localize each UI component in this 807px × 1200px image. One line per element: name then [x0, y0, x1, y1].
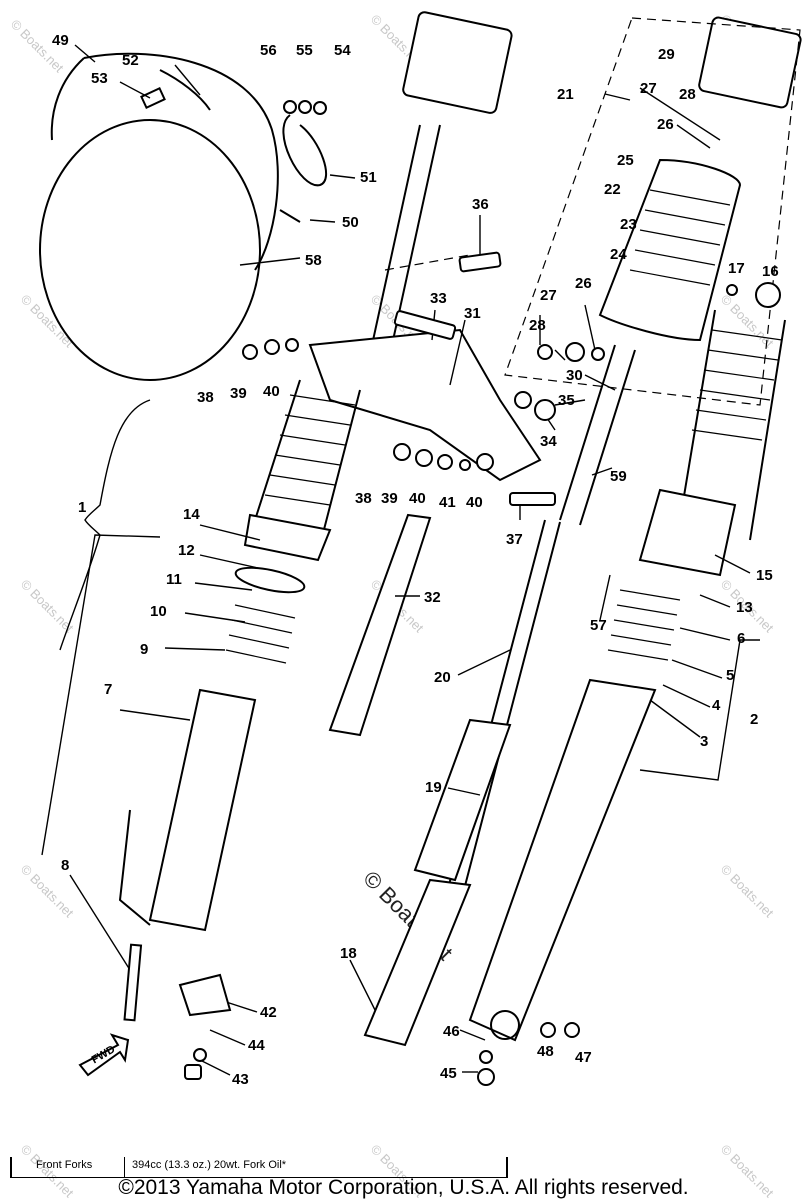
callout-21: 21 — [557, 86, 574, 103]
right-boot — [679, 309, 786, 541]
callout-44: 44 — [248, 1037, 265, 1054]
leader-lines — [69, 44, 751, 1076]
callout-26b: 26 — [575, 275, 592, 292]
callout-38: 38 — [197, 389, 214, 406]
callout-13: 13 — [736, 599, 753, 616]
callout-53: 53 — [91, 70, 108, 87]
callout-29: 29 — [658, 46, 675, 63]
spec-divider — [124, 1157, 125, 1177]
watermark: © Boats.net — [18, 292, 77, 351]
callout-38b: 38 — [355, 490, 372, 507]
callout-6: 6 — [737, 630, 745, 647]
left-fork — [118, 11, 542, 932]
spec-table: Front Forks 394cc (13.3 oz.) 20wt. Fork … — [10, 1157, 508, 1178]
callout-40c: 40 — [466, 494, 483, 511]
callout-39: 39 — [230, 385, 247, 402]
hardware — [123, 251, 781, 1086]
left-boot — [254, 379, 361, 546]
callout-37: 37 — [506, 531, 523, 548]
fwd-arrow-icon: FWD — [78, 1033, 130, 1077]
callout-42: 42 — [260, 1004, 277, 1021]
callout-30: 30 — [566, 367, 583, 384]
callout-56: 56 — [260, 42, 277, 59]
callout-16: 16 — [762, 263, 779, 280]
callout-45: 45 — [440, 1065, 457, 1082]
callout-15: 15 — [756, 567, 773, 584]
callout-1: 1 — [78, 499, 86, 516]
callout-40b: 40 — [409, 490, 426, 507]
callout-36: 36 — [472, 196, 489, 213]
callout-41: 41 — [439, 494, 456, 511]
callout-34: 34 — [540, 433, 557, 450]
callout-14: 14 — [183, 506, 200, 523]
callout-39b: 39 — [381, 490, 398, 507]
callout-52: 52 — [122, 52, 139, 69]
callout-2: 2 — [750, 711, 758, 728]
callout-17: 17 — [728, 260, 745, 277]
group-brackets — [41, 399, 760, 856]
callout-28: 28 — [679, 86, 696, 103]
callout-9: 9 — [140, 641, 148, 658]
inner-tube — [328, 513, 432, 737]
callout-51: 51 — [360, 169, 377, 186]
callout-49: 49 — [52, 32, 69, 49]
callout-19: 19 — [425, 779, 442, 796]
callout-20: 20 — [434, 669, 451, 686]
callout-46: 46 — [443, 1023, 460, 1040]
callout-27: 27 — [640, 80, 657, 97]
callout-22: 22 — [604, 181, 621, 198]
callout-32: 32 — [424, 589, 441, 606]
callout-33: 33 — [430, 290, 447, 307]
callout-47: 47 — [575, 1049, 592, 1066]
callout-35: 35 — [558, 392, 575, 409]
callout-18: 18 — [340, 945, 357, 962]
callout-23: 23 — [620, 216, 637, 233]
callout-8: 8 — [61, 857, 69, 874]
callout-26: 26 — [657, 116, 674, 133]
callout-25: 25 — [617, 152, 634, 169]
callout-58: 58 — [305, 252, 322, 269]
callouts: 49 52 53 56 55 54 51 50 58 29 21 27 28 2… — [52, 32, 779, 1088]
callout-7: 7 — [104, 681, 112, 698]
callout-10: 10 — [150, 603, 167, 620]
headlight-assembly — [39, 52, 328, 381]
callout-55: 55 — [296, 42, 313, 59]
callout-5: 5 — [726, 667, 734, 684]
callout-24: 24 — [610, 246, 627, 263]
spec-label: Front Forks — [36, 1159, 93, 1171]
callout-11: 11 — [166, 571, 182, 588]
watermark: © Boats.net — [718, 862, 777, 921]
callout-40: 40 — [263, 383, 280, 400]
callout-28b: 28 — [529, 317, 546, 334]
callout-4: 4 — [712, 697, 721, 714]
callout-59: 59 — [610, 468, 627, 485]
callout-12: 12 — [178, 542, 195, 559]
callout-27b: 27 — [540, 287, 557, 304]
callout-3: 3 — [700, 733, 708, 750]
callout-48: 48 — [537, 1043, 554, 1060]
right-fork — [363, 16, 802, 1047]
callout-54: 54 — [334, 42, 351, 59]
callout-43: 43 — [232, 1071, 249, 1088]
callout-57: 57 — [590, 617, 607, 634]
copyright-text: ©2013 Yamaha Motor Corporation, U.S.A. A… — [118, 1176, 689, 1199]
group-outlines — [384, 17, 801, 406]
callout-50: 50 — [342, 214, 359, 231]
spec-value: 394cc (13.3 oz.) 20wt. Fork Oil* — [132, 1159, 287, 1171]
callout-31: 31 — [464, 305, 481, 322]
